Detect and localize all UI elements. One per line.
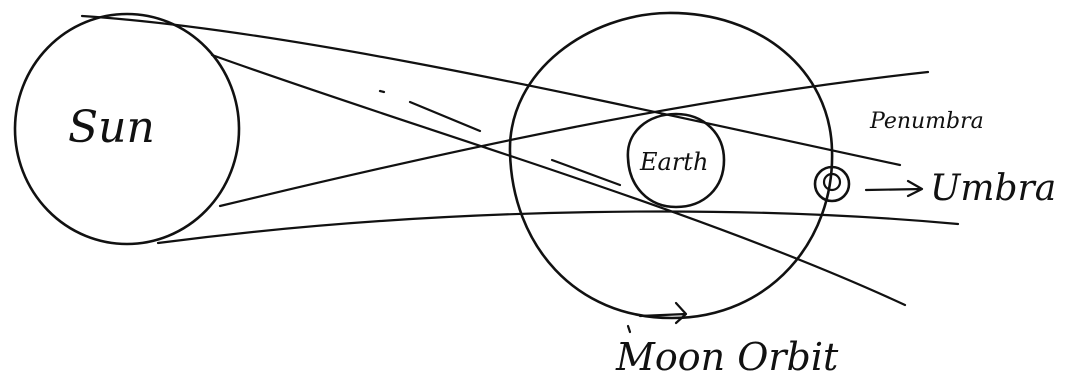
upper-outer-ray [82,16,900,165]
umbra-arrow-icon [866,181,922,196]
umbra-label: Umbra [930,168,1056,209]
dash-mark [380,91,384,92]
dash-mark [628,326,630,332]
earth-label: Earth [639,148,708,176]
orbit-arrow-icon [640,303,686,323]
penumbra-label: Penumbra [869,109,984,134]
moon-orbit-label: Moon Orbit [615,335,839,378]
sun-label: Sun [68,102,155,153]
lower-outer-ray [158,212,958,243]
lower-crossing-ray [220,72,928,206]
